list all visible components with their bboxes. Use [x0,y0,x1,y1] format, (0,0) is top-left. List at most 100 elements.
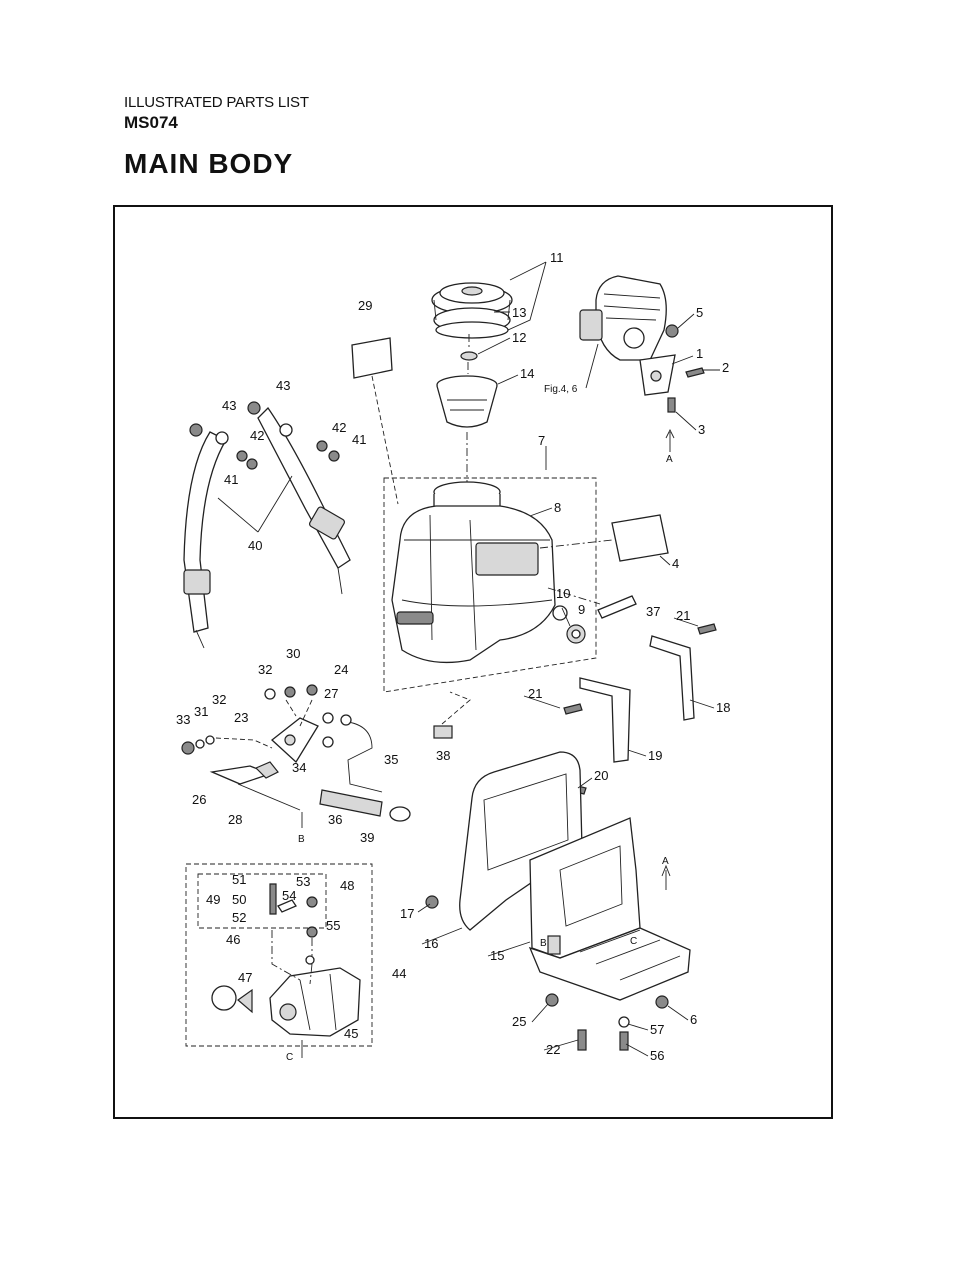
label-plate-4 [611,514,669,562]
callout-labels: 1 2 3 4 5 6 7 8 9 10 11 12 13 14 15 16 1… [176,250,730,1063]
fitting-9 [566,624,586,644]
callout-1: 1 [696,346,703,361]
callout-53: 53 [296,874,310,889]
callout-52: 52 [232,910,246,925]
callout-30: 30 [286,646,300,661]
callout-13: 13 [512,305,526,320]
shoulder-strap-right [257,406,351,595]
cable-35 [347,721,383,793]
callout-5: 5 [696,305,703,320]
callout-36: 36 [328,812,342,827]
leader-lever-assy [215,699,313,749]
callout-19: 19 [648,748,662,763]
callout-54: 54 [282,888,296,903]
callout-37: 37 [646,604,660,619]
small-parts-24-34 [181,684,352,755]
callout-21a: 21 [676,608,690,623]
view-letter-c-bottom: C [286,1052,293,1063]
callout-31: 31 [194,704,208,719]
figure-reference: Fig.4, 6 [544,384,578,395]
callout-49: 49 [206,892,220,907]
bolts-41-43 [189,401,340,470]
valve-body-45 [269,967,361,1037]
callout-27: 27 [324,686,338,701]
tank-body [391,481,556,664]
callout-55: 55 [326,918,340,933]
callout-6: 6 [690,1012,697,1027]
callout-41b: 41 [224,472,238,487]
bolt-2 [685,367,705,378]
callout-11: 11 [550,250,564,265]
arrow-a-top [665,428,675,452]
callout-46: 46 [226,932,240,947]
cap-10 [552,605,568,621]
leader-38 [441,691,471,725]
label-38 [433,725,453,739]
callout-40: 40 [248,538,262,553]
callout-26: 26 [192,792,206,807]
callout-57: 57 [650,1022,664,1037]
leader-29-tank [371,375,399,505]
callout-21b: 21 [528,686,542,701]
callout-12: 12 [512,330,526,345]
callout-45: 45 [344,1026,358,1041]
callout-16: 16 [424,936,438,951]
callout-7: 7 [538,433,545,448]
callout-18: 18 [716,700,730,715]
callout-44: 44 [392,966,406,981]
valve-subassembly-box [197,873,327,929]
diagram-frame [113,205,833,1119]
filter-nut [460,351,478,361]
tank-assembly-box [383,477,597,693]
callout-24: 24 [334,662,348,677]
callout-22: 22 [546,1042,560,1057]
callout-10: 10 [556,586,570,601]
label-plate-29 [351,337,393,379]
callout-43b: 43 [222,398,236,413]
callout-3: 3 [698,422,705,437]
handle-grip-36 [319,789,383,817]
document-heading: ILLUSTRATED PARTS LIST [124,94,309,111]
callout-38: 38 [436,748,450,763]
lever-26 [209,761,279,785]
figure-reference-leader [585,343,599,389]
rod-28 [237,783,301,811]
callout-35: 35 [384,752,398,767]
bracket-19 [579,677,631,763]
callout-48: 48 [340,878,354,893]
callout-56: 56 [650,1048,664,1063]
valve-small-parts-50-55 [269,883,318,965]
bolt-3 [667,397,676,413]
view-letter-a-base: A [662,856,669,867]
callout-42b: 42 [250,428,264,443]
base-frame-15 [528,817,691,1001]
leader-40 [217,475,293,533]
model-number: MS074 [124,113,178,132]
valve-assembly-lines [271,930,313,985]
callout-8: 8 [554,500,561,515]
callout-leader-lines [417,261,720,1057]
callout-4: 4 [672,556,679,571]
callout-33: 33 [176,712,190,727]
callout-14: 14 [520,366,534,381]
leader-37 [547,587,601,605]
bracket-18 [649,635,695,721]
callout-50: 50 [232,892,246,907]
callout-25: 25 [512,1014,526,1029]
engine-unit [579,275,667,361]
nut-5 [665,324,679,338]
bolts-17-22-25-56-57 [425,895,669,1051]
callout-42a: 42 [332,420,346,435]
clip-39 [389,806,411,822]
arrow-a-base [661,864,671,890]
callout-17: 17 [400,906,414,921]
callout-2: 2 [722,360,729,375]
callout-20: 20 [594,768,608,783]
label-strip-37 [597,595,637,619]
callout-34: 34 [292,760,306,775]
callout-29: 29 [358,298,372,313]
callout-9: 9 [578,602,585,617]
callout-32a: 32 [258,662,272,677]
callout-39: 39 [360,830,374,845]
